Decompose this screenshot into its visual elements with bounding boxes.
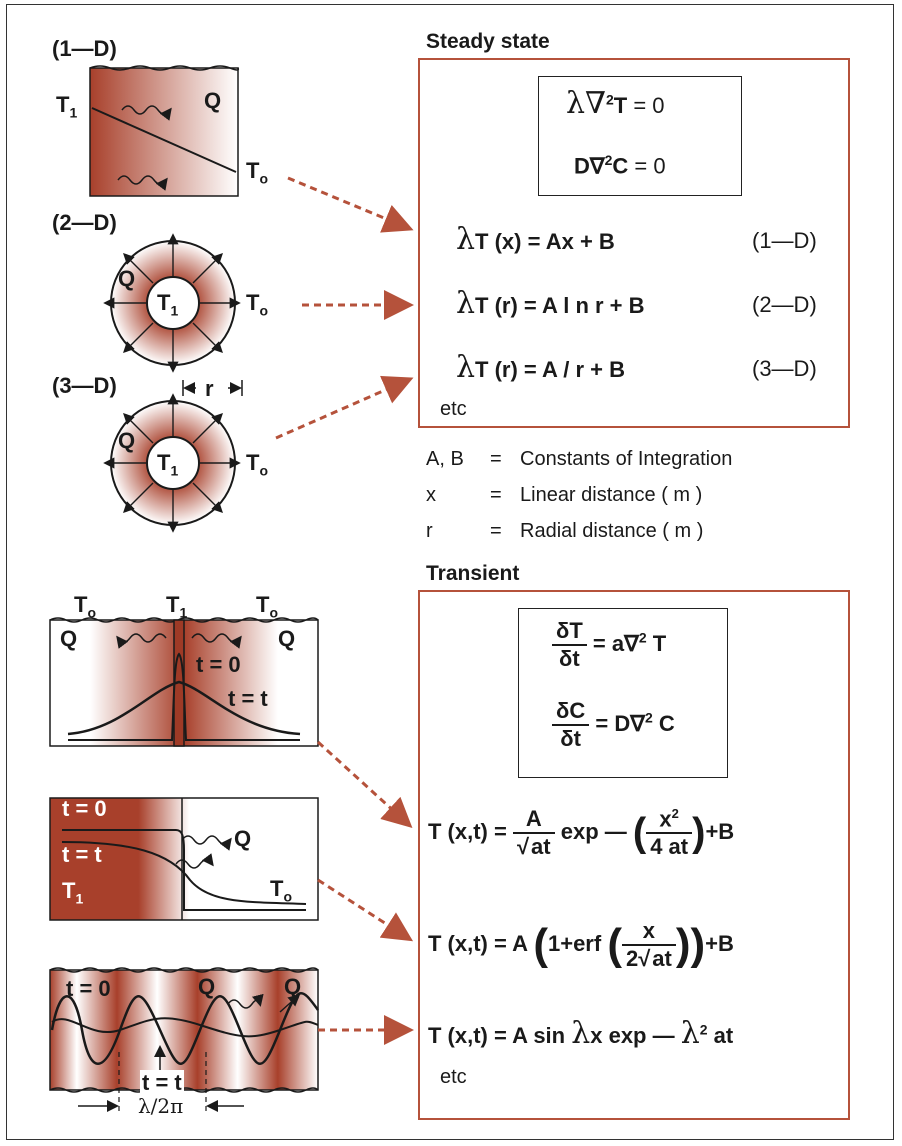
t0-label: t = 0 <box>62 796 107 822</box>
heading-transient: Transient <box>426 562 519 586</box>
solution-3d-tag: (3—D) <box>752 356 817 382</box>
t1-label: T1 <box>166 592 187 620</box>
to-label: To <box>246 450 268 478</box>
t0-label: t = 0 <box>196 652 241 678</box>
heat-flux-q: Q <box>234 826 251 852</box>
laplace-t-equation: λ∇2T = 0 <box>566 86 665 121</box>
definition-row: x=Linear distance ( m ) <box>426 484 702 507</box>
t1-label: T1 <box>56 92 77 120</box>
to-label: To <box>256 592 278 620</box>
heat-flux-q: Q <box>198 974 215 1000</box>
solution-2d-tag: (2—D) <box>752 292 817 318</box>
heat-flux-q: Q <box>118 266 135 292</box>
solution-2d: λT (r) = A l n r + B <box>456 286 645 321</box>
solution-3d: λT (r) = A / r + B <box>456 350 625 385</box>
t1-label: T1 <box>62 878 83 906</box>
heat-flux-q: Q <box>204 88 221 114</box>
heat-flux-q: Q <box>278 626 295 652</box>
r-dimension-label: r <box>205 376 214 402</box>
heat-flux-q: Q <box>118 428 135 454</box>
t0-label: t = 0 <box>66 976 111 1002</box>
definition-row: A, B=Constants of Integration <box>426 448 732 471</box>
label-2d: (2—D) <box>52 210 117 236</box>
transient-etc: etc <box>440 1066 467 1089</box>
to-label: To <box>246 290 268 318</box>
heading-steady-state: Steady state <box>426 30 550 54</box>
label-3d: (3—D) <box>52 373 117 399</box>
to-label: To <box>74 592 96 620</box>
laplace-c-equation: D∇2C = 0 <box>574 152 666 179</box>
t1-label: T1 <box>157 290 178 318</box>
slab-1d <box>90 66 238 196</box>
to-label: To <box>246 158 268 186</box>
solution-1d-tag: (1—D) <box>752 228 817 254</box>
solution-1d: λT (x) = Ax + B <box>456 222 615 257</box>
definition-row: r=Radial distance ( m ) <box>426 520 703 543</box>
heat-flux-q: Q <box>60 626 77 652</box>
tt-label: t = t <box>228 686 268 712</box>
wavelength-label: λ/2π <box>138 1094 183 1118</box>
to-label: To <box>270 876 292 904</box>
steady-etc: etc <box>440 398 467 421</box>
heat-flux-q: Q <box>284 974 301 1000</box>
label-1d: (1—D) <box>52 36 117 62</box>
tt-label: t = t <box>62 842 102 868</box>
tt-label: t = t <box>140 1070 184 1096</box>
solution-periodic: T (x,t) = A sin λx exp — λ2 at <box>428 1016 733 1051</box>
t1-label: T1 <box>157 450 178 478</box>
